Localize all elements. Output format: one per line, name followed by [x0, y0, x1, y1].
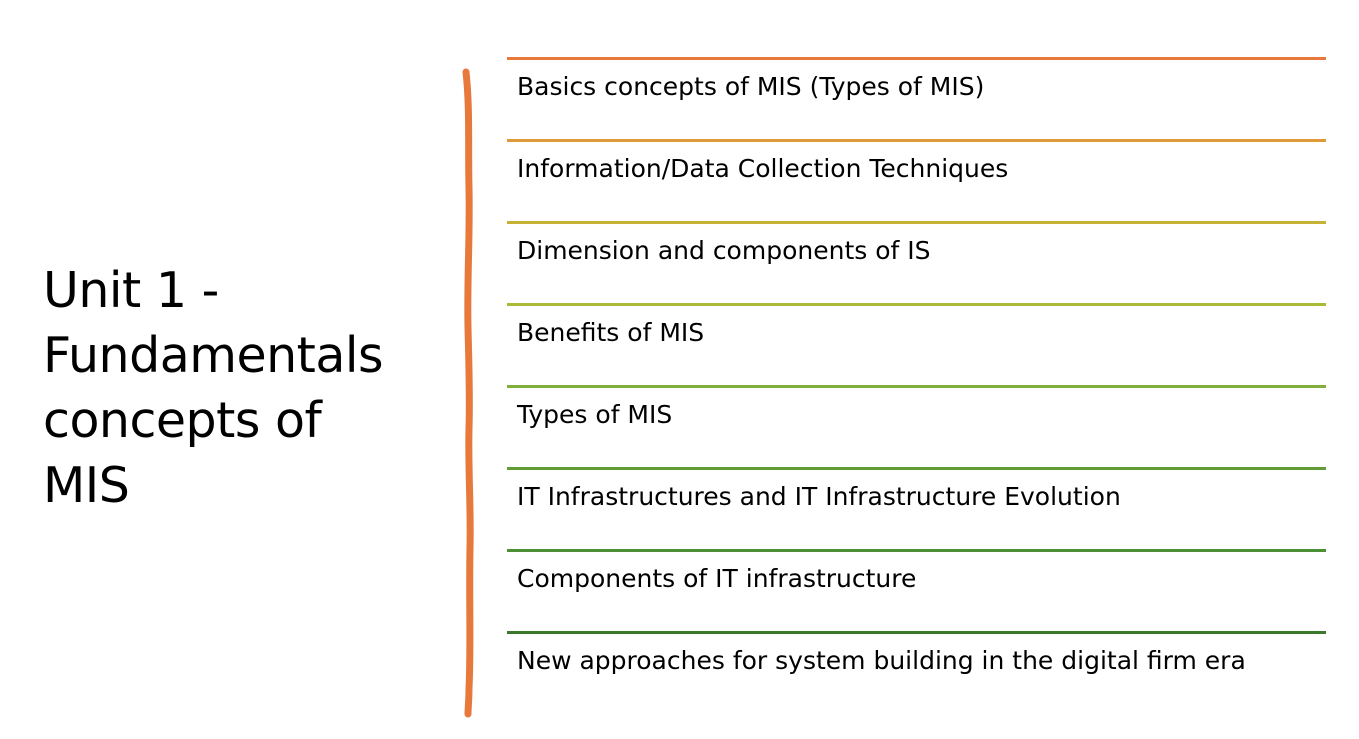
brace-stroke	[462, 68, 474, 718]
topic-label: IT Infrastructures and IT Infrastructure…	[517, 482, 1121, 511]
topic-item: Basics concepts of MIS (Types of MIS)	[507, 57, 1326, 139]
topic-label: Information/Data Collection Techniques	[517, 154, 1009, 183]
topic-item: IT Infrastructures and IT Infrastructure…	[507, 467, 1326, 549]
topic-item: Dimension and components of IS	[507, 221, 1326, 303]
brace-divider	[462, 68, 474, 718]
slide-title-line: concepts of	[43, 392, 322, 449]
topic-label: Dimension and components of IS	[517, 236, 931, 265]
topic-item: New approaches for system building in th…	[507, 631, 1326, 713]
topic-item: Information/Data Collection Techniques	[507, 139, 1326, 221]
topic-label: New approaches for system building in th…	[517, 646, 1246, 675]
topic-item: Benefits of MIS	[507, 303, 1326, 385]
topic-label: Types of MIS	[517, 400, 673, 429]
topic-item: Components of IT infrastructure	[507, 549, 1326, 631]
topic-label: Basics concepts of MIS (Types of MIS)	[517, 72, 985, 101]
topic-list: Basics concepts of MIS (Types of MIS) In…	[507, 57, 1326, 713]
topic-item: Types of MIS	[507, 385, 1326, 467]
slide-title: Unit 1 - Fundamentals concepts of MIS	[43, 258, 433, 518]
slide-title-line: Unit 1 -	[43, 262, 219, 319]
topic-label: Benefits of MIS	[517, 318, 705, 347]
slide-title-line: Fundamentals	[43, 327, 384, 384]
topic-label: Components of IT infrastructure	[517, 564, 917, 593]
slide-title-line: MIS	[43, 457, 130, 514]
